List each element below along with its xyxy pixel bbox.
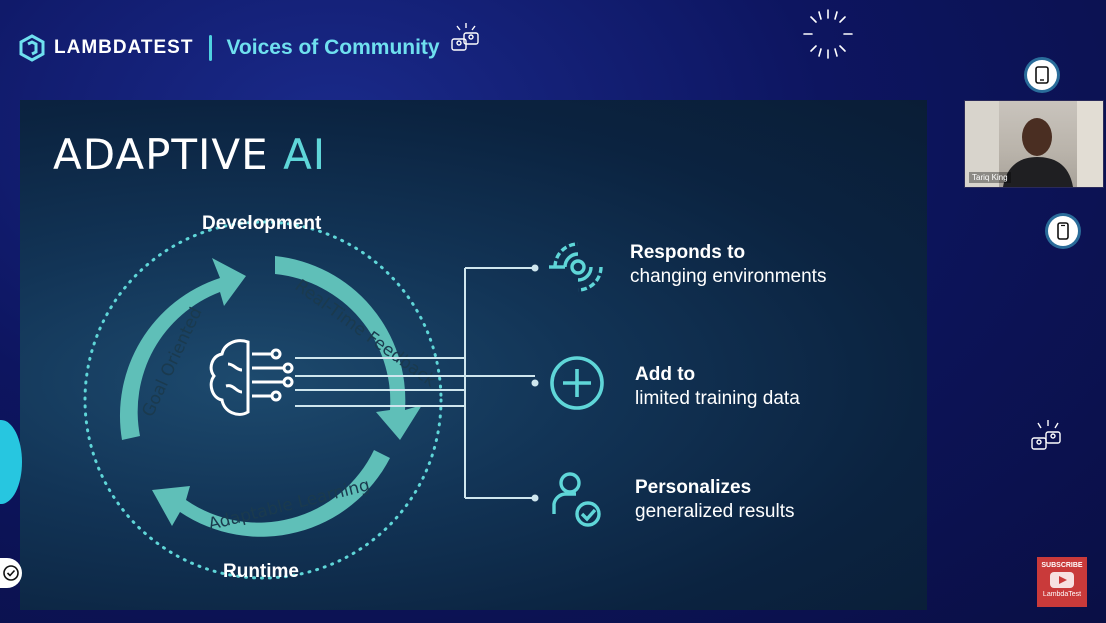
target-signal-icon bbox=[549, 242, 603, 292]
clock-check-icon bbox=[3, 565, 19, 581]
real-time-feedback-arrow bbox=[275, 256, 422, 440]
header-divider bbox=[209, 35, 213, 61]
slide-title-main: ADAPTIVE bbox=[53, 130, 269, 179]
community-chat-icon bbox=[450, 23, 479, 51]
tablet-icon bbox=[1035, 66, 1049, 84]
page-title: Voices of Community bbox=[226, 36, 440, 59]
benefit-title: Responds to bbox=[630, 242, 746, 263]
benefit-responds: Responds to changing environments bbox=[630, 242, 826, 288]
sparkle-decoration-icon bbox=[803, 9, 853, 59]
left-decor-circle bbox=[0, 420, 22, 504]
mobile-phone-icon bbox=[1057, 222, 1069, 240]
speaker-video-icon bbox=[965, 101, 1103, 187]
benefit-title: Add to bbox=[635, 364, 696, 385]
brand-name: LAMBDATEST bbox=[54, 37, 194, 58]
subscribe-brand: LambdaTest bbox=[1042, 591, 1082, 598]
benefit-subtitle: changing environments bbox=[630, 266, 827, 287]
cycle-bottom-label: Runtime bbox=[223, 561, 299, 582]
header: LAMBDATEST Voices of Community bbox=[18, 23, 486, 66]
cycle-dotted-ring bbox=[83, 220, 443, 580]
benefit-add-to: Add to limited training data bbox=[635, 364, 800, 410]
adaptive-cycle-diagram: Goal Oriented Real-Time Feedback Adaptab… bbox=[83, 220, 443, 580]
person-check-icon bbox=[552, 472, 601, 527]
community-chat-decoration-icon bbox=[1031, 420, 1061, 450]
benefit-subtitle: generalized results bbox=[635, 501, 795, 522]
subscribe-button[interactable]: SUBSCRIBE LambdaTest bbox=[1037, 557, 1087, 607]
cycle-top-label: Development bbox=[202, 213, 322, 234]
youtube-play-icon bbox=[1050, 572, 1074, 588]
benefit-title: Personalizes bbox=[635, 477, 752, 498]
mobile-view-button[interactable] bbox=[1048, 216, 1078, 246]
slide-title-accent: AI bbox=[283, 130, 327, 179]
connector-lines bbox=[295, 264, 539, 502]
speaker-webcam-tile[interactable]: Tariq King bbox=[964, 100, 1104, 188]
goal-oriented-arrow bbox=[119, 258, 246, 440]
benefit-subtitle: limited training data bbox=[635, 388, 800, 409]
slide-title: ADAPTIVE AI bbox=[53, 130, 326, 179]
speaker-name: Tariq King bbox=[969, 172, 1011, 183]
tablet-view-button[interactable] bbox=[1027, 60, 1057, 90]
shared-slide: ADAPTIVE AI Goal Oriented Real-Time Feed… bbox=[20, 100, 927, 610]
brain-icon bbox=[209, 339, 294, 416]
subscribe-label: SUBSCRIBE bbox=[1041, 562, 1083, 569]
left-edge-button[interactable] bbox=[0, 558, 22, 588]
lambdatest-logo-icon bbox=[19, 34, 45, 62]
benefit-personalizes: Personalizes generalized results bbox=[635, 477, 794, 523]
adaptable-learning-arrow bbox=[152, 450, 390, 537]
plus-circle-icon bbox=[550, 356, 604, 410]
